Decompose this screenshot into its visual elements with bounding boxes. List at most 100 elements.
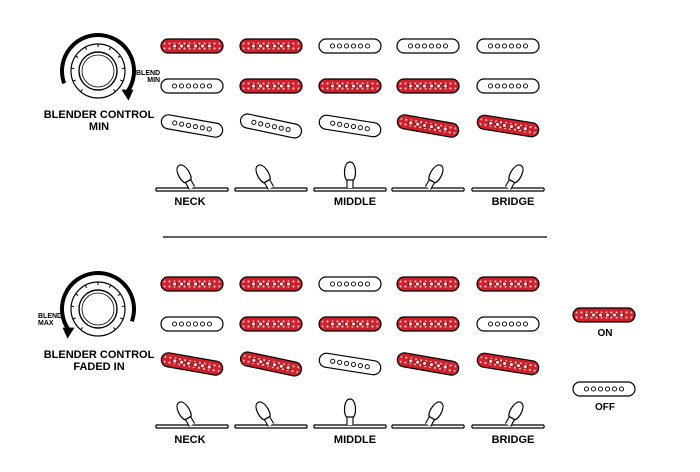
pole-piece xyxy=(415,282,419,286)
lever-stem xyxy=(347,180,353,188)
control-title-line2: MIN xyxy=(34,122,164,134)
lever-tip xyxy=(344,399,355,417)
pole-piece xyxy=(408,322,412,326)
pole-piece xyxy=(422,361,427,366)
pole-piece xyxy=(279,44,283,48)
pickup-texture xyxy=(242,81,300,91)
pickup-middle xyxy=(319,317,381,331)
pickup-texture xyxy=(575,310,633,320)
pickup-bridge xyxy=(396,114,459,139)
pole-piece xyxy=(509,282,513,286)
pole-piece xyxy=(422,322,426,326)
switch-lever xyxy=(423,400,446,428)
switch-lever xyxy=(253,400,276,428)
pole-piece xyxy=(408,121,413,126)
pole-piece xyxy=(251,322,255,326)
pickup-texture xyxy=(163,279,221,289)
pole-piece xyxy=(344,44,348,48)
pole-piece xyxy=(523,322,527,326)
pole-piece xyxy=(358,125,363,130)
pickup-off-icon xyxy=(573,382,635,396)
pole-piece xyxy=(330,84,334,88)
pole-piece xyxy=(365,84,369,88)
pole-piece xyxy=(337,322,341,326)
pole-piece xyxy=(408,282,412,286)
pole-piece xyxy=(351,322,355,326)
pickup-texture xyxy=(399,81,457,91)
pole-piece xyxy=(172,44,176,48)
pickup-texture xyxy=(399,279,457,289)
selector-switch-icon xyxy=(314,162,386,191)
pole-piece xyxy=(598,387,602,391)
pole-piece xyxy=(344,84,348,88)
pole-piece xyxy=(330,282,334,286)
pole-piece xyxy=(422,84,426,88)
pole-piece xyxy=(488,84,492,88)
pole-piece xyxy=(429,44,433,48)
pole-piece xyxy=(200,322,204,326)
pole-piece xyxy=(279,84,283,88)
pickup-neck xyxy=(477,277,539,291)
pole-piece xyxy=(258,84,262,88)
pole-piece xyxy=(207,365,212,370)
pole-piece xyxy=(415,122,420,127)
pole-piece xyxy=(502,44,506,48)
pole-piece xyxy=(358,44,362,48)
pickup-bridge xyxy=(318,352,381,376)
pole-piece xyxy=(351,84,355,88)
pole-piece xyxy=(415,360,420,365)
pole-piece xyxy=(258,359,263,364)
pole-piece xyxy=(330,359,335,364)
pickup-body xyxy=(319,39,381,53)
pickup-body xyxy=(477,39,539,53)
pole-piece xyxy=(509,362,514,367)
pole-piece xyxy=(251,358,256,363)
switch-lever xyxy=(253,163,276,191)
pickup-texture xyxy=(479,279,537,289)
pole-piece xyxy=(286,44,290,48)
pole-piece xyxy=(495,84,499,88)
pole-piece xyxy=(591,387,595,391)
pickup-bridge xyxy=(396,352,459,377)
pickup-bridge xyxy=(476,352,539,376)
pole-piece xyxy=(358,282,362,286)
pickup-neck xyxy=(477,39,539,53)
pole-piece xyxy=(612,313,616,317)
pole-piece xyxy=(258,121,263,126)
switch-label-neck: NECK xyxy=(160,435,220,447)
pole-piece xyxy=(443,44,447,48)
pole-piece xyxy=(272,362,277,367)
pole-piece xyxy=(172,121,177,126)
pole-piece xyxy=(523,364,528,369)
pickup-body xyxy=(160,114,223,139)
pole-piece xyxy=(365,322,369,326)
pole-piece xyxy=(186,84,190,88)
pole-piece xyxy=(200,84,204,88)
pole-piece xyxy=(344,361,349,366)
lever-tip xyxy=(344,162,355,180)
pole-piece xyxy=(436,282,440,286)
control-title: BLENDER CONTROL FADED IN xyxy=(34,350,164,373)
pole-piece xyxy=(509,322,513,326)
pole-piece xyxy=(358,84,362,88)
pole-piece xyxy=(495,360,500,365)
pole-piece xyxy=(172,282,176,286)
pole-piece xyxy=(258,282,262,286)
pole-piece xyxy=(207,282,211,286)
pole-piece xyxy=(251,44,255,48)
pole-piece xyxy=(337,282,341,286)
pole-piece xyxy=(330,44,334,48)
selector-switch-icon xyxy=(314,399,386,428)
pole-piece xyxy=(330,322,334,326)
pole-piece xyxy=(193,362,198,367)
pickup-texture xyxy=(242,319,300,329)
pole-piece xyxy=(186,123,191,128)
pickup-bridge xyxy=(160,352,223,377)
pole-piece xyxy=(186,322,190,326)
pickup-bridge xyxy=(318,114,381,138)
pole-piece xyxy=(436,125,441,130)
selector-switch-icon xyxy=(472,400,544,428)
switch-lever xyxy=(503,163,526,191)
knob-cap xyxy=(79,290,117,328)
pole-piece xyxy=(286,127,291,132)
